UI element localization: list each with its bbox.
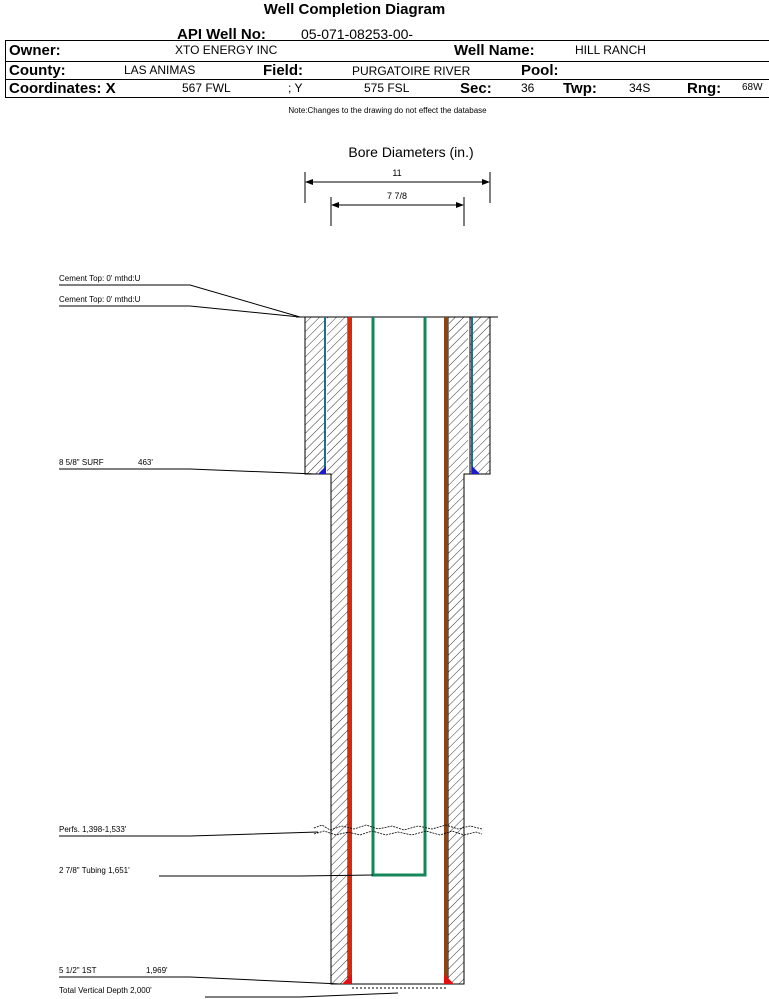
- field-label: Field:: [263, 62, 303, 79]
- twp-label: Twp:: [563, 80, 597, 97]
- wellbore: [296, 316, 498, 985]
- sec-value: 36: [521, 81, 535, 95]
- surface-casing-label: 8 5/8" SURF: [59, 458, 104, 467]
- rng-value: 68W: [742, 82, 763, 93]
- bore-diameter-label-1: 7 7/8: [387, 191, 407, 201]
- header-divider: [5, 61, 769, 62]
- twp-value: 34S: [629, 81, 651, 95]
- production-casing-depth: 1,969': [146, 966, 168, 975]
- field-value: PURGATOIRE RIVER: [352, 64, 471, 78]
- bore-diameters-title: Bore Diameters (in.): [348, 144, 473, 160]
- header-divider: [5, 79, 769, 80]
- cement-top-label-1: Cement Top: 0' mthd:U: [59, 274, 141, 283]
- tubing: [371, 317, 427, 877]
- sec-label: Sec:: [460, 80, 492, 97]
- rng-label: Rng:: [687, 80, 722, 97]
- owner-label: Owner:: [9, 42, 61, 59]
- api-well-label: API Well No:: [177, 26, 266, 43]
- bore-dimension-7-7-8: 7 7/8: [330, 191, 465, 226]
- leader-lines: [59, 284, 399, 998]
- perforation-zone: [313, 824, 483, 836]
- total-depth-label: Total Vertical Depth 2,000': [59, 986, 152, 995]
- coord-y-value: 575 FSL: [364, 81, 410, 95]
- diagram-title: Well Completion Diagram: [263, 1, 446, 18]
- coord-x-value: 567 FWL: [182, 81, 231, 95]
- coordinates-label: Coordinates: X: [9, 80, 116, 97]
- api-well-value: 05-071-08253-00-: [301, 26, 414, 42]
- pool-label: Pool:: [521, 62, 559, 79]
- county-label: County:: [9, 62, 66, 79]
- perfs-label: Perfs. 1,398-1,533': [59, 825, 127, 834]
- production-casing-shoe-left: [342, 974, 352, 984]
- county-value: LAS ANIMAS: [124, 63, 196, 77]
- database-note: Note:Changes to the drawing do not effec…: [288, 106, 487, 115]
- tubing-label: 2 7/8" Tubing 1,651': [59, 866, 130, 875]
- surface-casing-shoe-left: [318, 466, 326, 474]
- surface-casing-depth: 463': [138, 458, 153, 467]
- production-casing-shoe-right: [444, 974, 454, 984]
- header-box: [5, 40, 769, 98]
- production-casing-label: 5 1/2" 1ST: [59, 966, 97, 975]
- well-name-value: HILL RANCH: [575, 43, 646, 57]
- surface-casing-shoe-right: [472, 466, 480, 474]
- bore-dimension-11: 11: [304, 168, 491, 203]
- well-name-label: Well Name:: [454, 42, 535, 59]
- bore-diameter-label-0: 11: [392, 168, 401, 178]
- coord-y-label: ; Y: [288, 81, 303, 95]
- owner-value: XTO ENERGY INC: [175, 43, 278, 57]
- cement-top-label-2: Cement Top: 0' mthd:U: [59, 295, 141, 304]
